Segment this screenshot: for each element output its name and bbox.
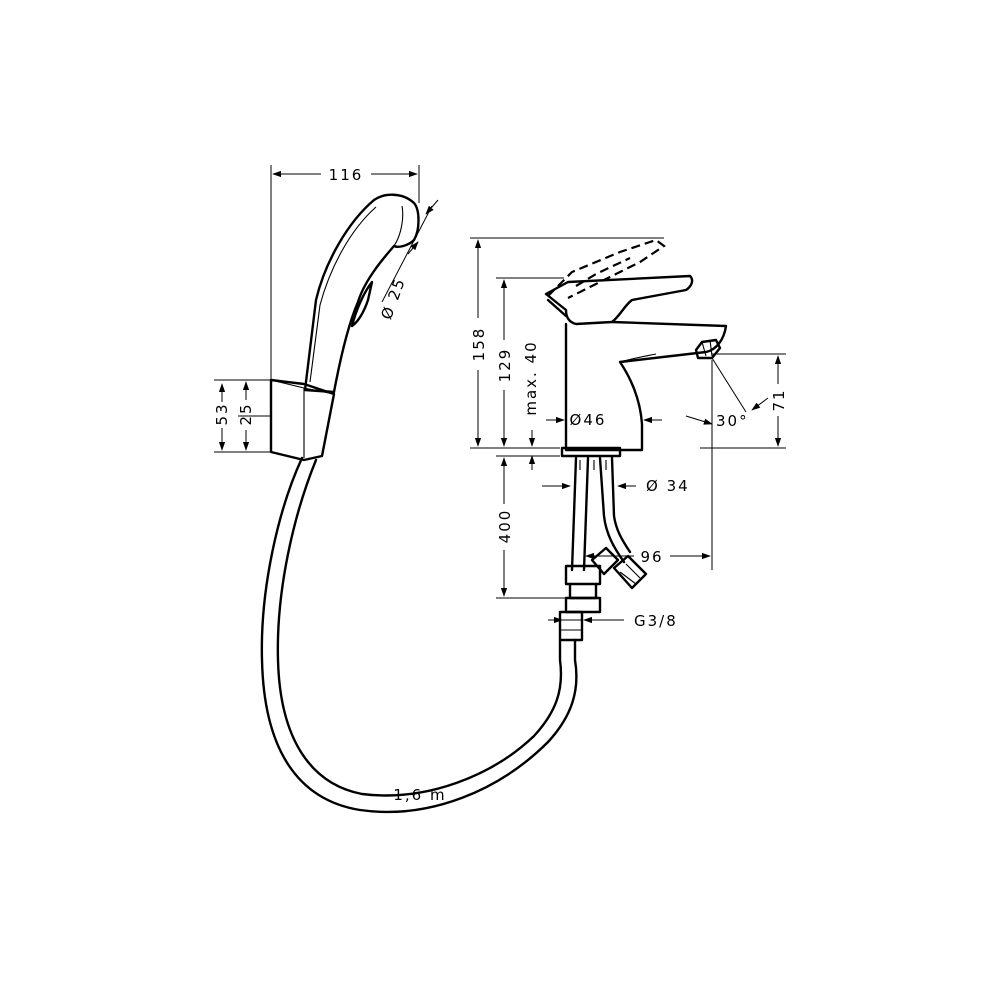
label-spout-outlet-height: 71	[770, 388, 788, 411]
label-shower-hose-length: 1,6 m	[393, 786, 446, 804]
label-tap-spout-height: 129	[496, 348, 514, 383]
label-holder-offset: 25	[237, 402, 255, 425]
label-connection-thread: G3/8	[634, 612, 678, 630]
fitting-right-collar	[590, 546, 620, 576]
lever	[544, 274, 694, 326]
label-supply-hose-length: 400	[496, 509, 514, 544]
label-spout-angle: 30°	[716, 412, 749, 430]
label-handshower-length: 116	[329, 166, 364, 184]
fitting-left	[564, 564, 602, 586]
label-tap-total-height: 158	[470, 327, 488, 362]
label-holder-height: 53	[213, 402, 231, 425]
wall-holder	[269, 378, 336, 462]
label-shank-diameter: Ø 34	[646, 477, 690, 495]
hand-shower-button	[350, 280, 374, 328]
label-head-diameter: Ø 25	[377, 275, 409, 322]
aerator	[694, 338, 722, 360]
hand-shower	[260, 193, 578, 814]
dimension-labels: 116 Ø 25 53 25 158 129 max. 40 Ø46 71 30…	[213, 166, 788, 804]
label-tap-body-diameter: Ø46	[570, 411, 607, 429]
t-connector	[558, 610, 584, 642]
label-max-deck-thickness: max. 40	[522, 340, 540, 415]
fitting-right	[612, 554, 648, 590]
dimension-lines	[214, 165, 786, 624]
supply-hose-right	[598, 456, 632, 564]
label-spout-projection: 96	[640, 548, 663, 566]
shower-hose	[260, 456, 578, 814]
lever-raised	[547, 238, 666, 299]
supply-hose-left	[570, 456, 590, 572]
basin-tap	[544, 238, 728, 642]
